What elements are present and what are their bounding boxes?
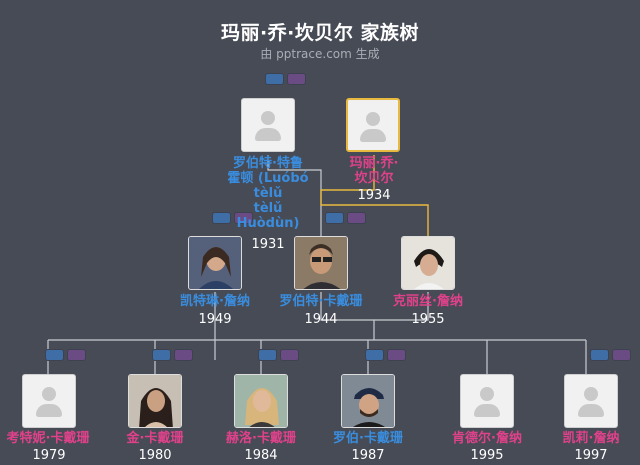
birth-year: 1931 <box>251 237 285 252</box>
birth-year: 1997 <box>574 448 608 463</box>
avatar-placeholder-icon <box>564 374 618 428</box>
portrait-image <box>294 236 348 290</box>
person-name: 罗伯特·特鲁 霍顿 (Luóbó tèlǔ tèlǔ Huòdùn) <box>227 156 309 231</box>
collapse-button[interactable] <box>612 349 631 361</box>
person-name: 罗伯·卡戴珊 <box>333 431 403 446</box>
page-title: 玛丽·乔·坎贝尔 家族树 <box>220 22 420 44</box>
birth-year: 1984 <box>244 448 278 463</box>
gen1-action-buttons[interactable] <box>265 73 306 85</box>
portrait-image <box>341 374 395 428</box>
person-name: 肯德尔·詹纳 <box>452 431 522 446</box>
kris-action-buttons[interactable] <box>325 212 366 224</box>
avatar-placeholder-icon <box>346 98 400 152</box>
portrait-icon <box>295 237 347 289</box>
portrait-image <box>128 374 182 428</box>
collapse-button[interactable] <box>287 73 306 85</box>
portrait-icon <box>129 375 181 427</box>
portrait-icon <box>342 375 394 427</box>
kourtney-action-buttons[interactable] <box>45 349 86 361</box>
collapse-button[interactable] <box>347 212 366 224</box>
expand-button[interactable] <box>258 349 277 361</box>
person-name: 凯莉·詹纳 <box>562 431 620 446</box>
kylie-action-buttons[interactable] <box>590 349 631 361</box>
expand-button[interactable] <box>152 349 171 361</box>
portrait-image <box>188 236 242 290</box>
avatar-placeholder-icon <box>460 374 514 428</box>
collapse-button[interactable] <box>234 212 253 224</box>
person-name: 金·卡戴珊 <box>126 431 184 446</box>
birth-year: 1979 <box>32 448 66 463</box>
rob-action-buttons[interactable] <box>365 349 406 361</box>
collapse-button[interactable] <box>280 349 299 361</box>
expand-button[interactable] <box>365 349 384 361</box>
birth-year: 1980 <box>138 448 172 463</box>
person-name: 赫洛·卡戴珊 <box>226 431 296 446</box>
collapse-button[interactable] <box>387 349 406 361</box>
expand-button[interactable] <box>265 73 284 85</box>
person-name: 凯特琳·詹纳 <box>180 294 250 309</box>
person-name: 克丽丝·詹纳 <box>393 294 463 309</box>
portrait-icon <box>235 375 287 427</box>
portrait-icon <box>402 237 454 289</box>
portrait-image <box>401 236 455 290</box>
person-name: 玛丽·乔· 坎贝尔 <box>349 156 399 186</box>
khloe-action-buttons[interactable] <box>258 349 299 361</box>
kim-action-buttons[interactable] <box>152 349 193 361</box>
person-name: 罗伯特·卡戴珊 <box>279 294 363 309</box>
birth-year: 1944 <box>304 312 338 327</box>
expand-button[interactable] <box>45 349 64 361</box>
expand-button[interactable] <box>325 212 344 224</box>
collapse-button[interactable] <box>174 349 193 361</box>
birth-year: 1949 <box>198 312 232 327</box>
person-name: 考特妮·卡戴珊 <box>6 431 90 446</box>
collapse-button[interactable] <box>67 349 86 361</box>
avatar-placeholder-icon <box>241 98 295 152</box>
birth-year: 1955 <box>411 312 445 327</box>
birth-year: 1934 <box>357 188 391 203</box>
birth-year: 1995 <box>470 448 504 463</box>
avatar-placeholder-icon <box>22 374 76 428</box>
page-subtitle: 由 pptrace.com 生成 <box>260 47 380 61</box>
expand-button[interactable] <box>590 349 609 361</box>
portrait-image <box>234 374 288 428</box>
expand-button[interactable] <box>212 212 231 224</box>
portrait-icon <box>189 237 241 289</box>
birth-year: 1987 <box>351 448 385 463</box>
caitlyn-action-buttons[interactable] <box>212 212 253 224</box>
